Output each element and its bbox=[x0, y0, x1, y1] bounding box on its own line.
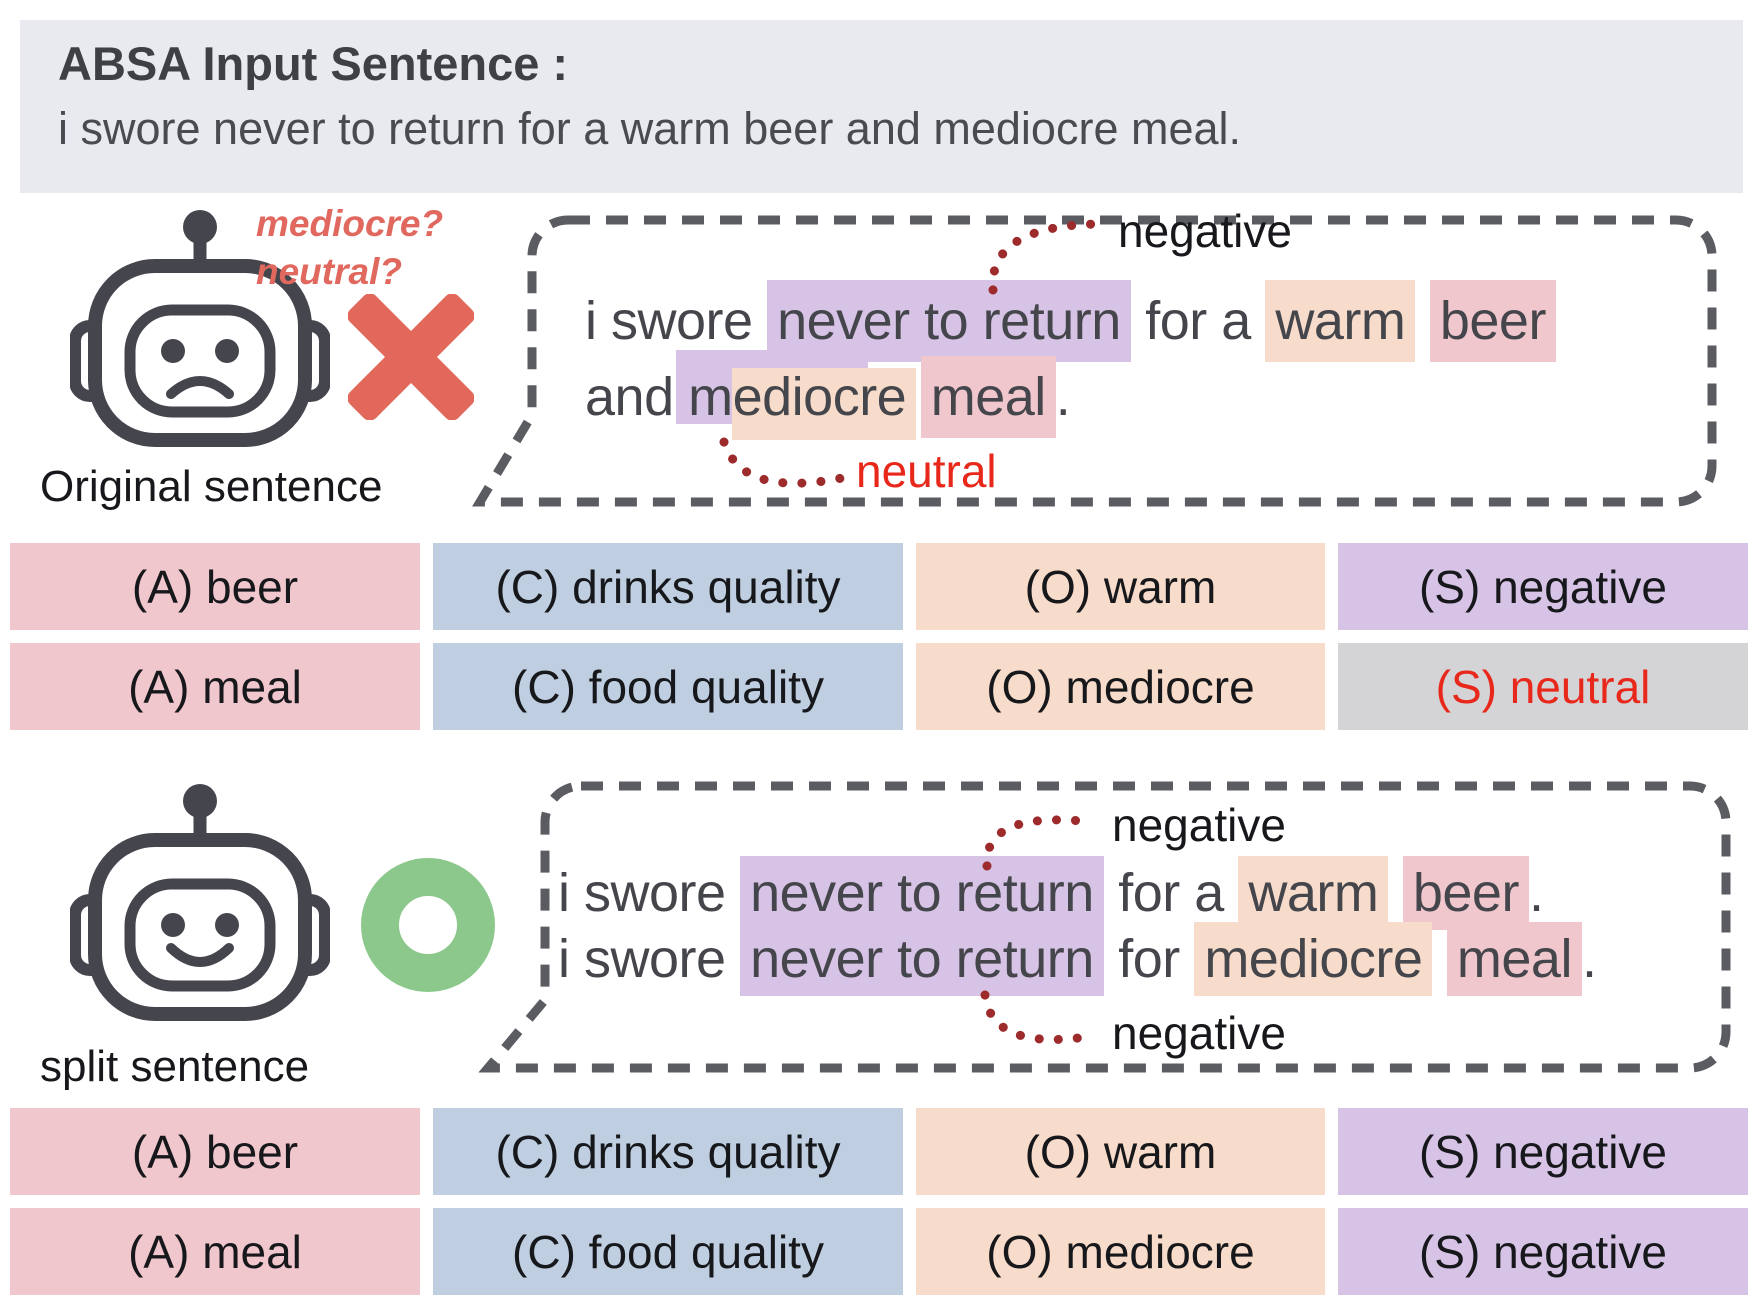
tuple-cell-category: (C) food quality bbox=[433, 1208, 903, 1295]
original-bubble-line1: i swore never to return for a warm beer bbox=[585, 280, 1556, 362]
doubt-line1: mediocre? bbox=[256, 203, 444, 244]
line2-plain: i swore bbox=[558, 929, 726, 989]
tuple-cell-category: (C) drinks quality bbox=[433, 1108, 903, 1195]
tuple-cell-opinion: (O) mediocre bbox=[916, 643, 1325, 730]
tuple-cell-sentiment-neutral: (S) neutral bbox=[1338, 643, 1748, 730]
line1-plain: i swore bbox=[585, 291, 753, 351]
original-tuple-table: (A) beer (C) drinks quality (O) warm (S)… bbox=[10, 543, 1748, 730]
tuple-cell-sentiment: (S) negative bbox=[1338, 543, 1748, 630]
tuple-cell-opinion: (O) mediocre bbox=[916, 1208, 1325, 1295]
banner-title: ABSA Input Sentence : bbox=[58, 37, 569, 90]
neutral-arrow-label: neutral bbox=[856, 445, 997, 497]
cross-icon bbox=[348, 294, 474, 420]
line1-plain: for a bbox=[1118, 863, 1224, 923]
line1-plain: i swore bbox=[558, 863, 726, 923]
tuple-cell-aspect: (A) beer bbox=[10, 1108, 420, 1195]
line2-opinion-highlight: mediocre bbox=[1194, 922, 1433, 996]
circle-correct-icon bbox=[361, 858, 495, 992]
line2-aspect-highlight: meal bbox=[920, 356, 1056, 438]
overlap-word: mediocre bbox=[688, 367, 907, 427]
tuple-cell-aspect: (A) meal bbox=[10, 1208, 420, 1295]
banner-sentence: i swore never to return for a warm beer … bbox=[58, 103, 1242, 154]
line1-sentiment-highlight: never to return bbox=[740, 856, 1104, 930]
negative-arrow-label: negative bbox=[1118, 205, 1292, 257]
line1-aspect-highlight: beer bbox=[1429, 280, 1556, 362]
doubt-text: mediocre? neutral? bbox=[256, 200, 443, 296]
split-sentence-label: split sentence bbox=[40, 1042, 310, 1091]
original-bubble-line2: and mediocre meal. bbox=[585, 350, 1071, 440]
line1-plain: for a bbox=[1145, 291, 1251, 351]
happy-robot-icon bbox=[70, 784, 330, 1021]
line1-aspect-highlight: beer bbox=[1402, 856, 1529, 930]
sad-robot-icon bbox=[70, 210, 330, 447]
tuple-cell-aspect: (A) meal bbox=[10, 643, 420, 730]
tuple-cell-opinion: (O) warm bbox=[916, 543, 1325, 630]
line2-aspect-highlight: meal bbox=[1446, 922, 1582, 996]
line2-period: . bbox=[1055, 367, 1071, 427]
line2-period: . bbox=[1581, 929, 1597, 989]
input-sentence-banner: ABSA Input Sentence : i swore never to r… bbox=[20, 20, 1743, 193]
split-bubble-line2: i swore never to return for mediocre mea… bbox=[558, 922, 1597, 996]
tuple-cell-aspect: (A) beer bbox=[10, 543, 420, 630]
line2-sentiment-highlight: never to return bbox=[740, 922, 1104, 996]
line2-overlap-highlight: mediocre bbox=[676, 350, 917, 440]
negative-arrow-label-bottom: negative bbox=[1112, 1007, 1286, 1059]
original-sentence-label: Original sentence bbox=[40, 462, 383, 511]
tuple-cell-category: (C) food quality bbox=[433, 643, 903, 730]
line2-plain: for bbox=[1118, 929, 1180, 989]
line1-opinion-highlight: warm bbox=[1265, 280, 1416, 362]
doubt-line2: neutral? bbox=[256, 251, 402, 293]
speech-bubble-split bbox=[478, 781, 1731, 1073]
tuple-cell-sentiment: (S) negative bbox=[1338, 1108, 1748, 1195]
tuple-cell-category: (C) drinks quality bbox=[433, 543, 903, 630]
negative-arrow-label-top: negative bbox=[1112, 799, 1286, 851]
split-bubble-line1: i swore never to return for a warm beer. bbox=[558, 856, 1544, 930]
speech-bubble-original bbox=[472, 215, 1717, 507]
line2-plain: and bbox=[585, 367, 674, 427]
tuple-cell-sentiment: (S) negative bbox=[1338, 1208, 1748, 1295]
line1-opinion-highlight: warm bbox=[1238, 856, 1389, 930]
line1-period: . bbox=[1528, 863, 1544, 923]
tuple-cell-opinion: (O) warm bbox=[916, 1108, 1325, 1195]
split-tuple-table: (A) beer (C) drinks quality (O) warm (S)… bbox=[10, 1108, 1748, 1295]
